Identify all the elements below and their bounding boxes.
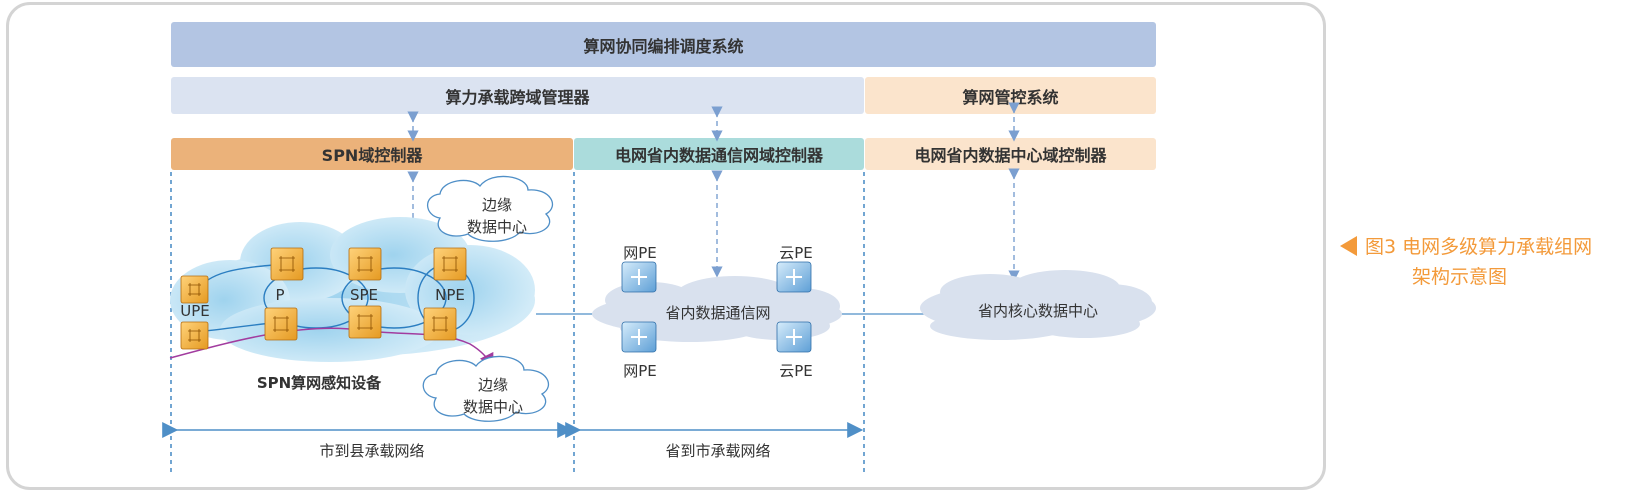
service-path-arrow: [169, 327, 494, 369]
pe-router-icon: [776, 261, 812, 293]
router-icon: [264, 307, 298, 341]
cloud-pe-bottom-label: 云PE: [779, 362, 813, 380]
cloud-pe-top-label: 云PE: [779, 244, 813, 262]
caption-marker-icon: [1340, 236, 1357, 256]
edge-dc-top-line1: 边缘: [481, 196, 513, 214]
core-dc-cloud-label: 省内核心数据中心: [977, 302, 1099, 320]
pe-devices: [621, 261, 812, 353]
province-city-span-label: 省到市承载网络: [665, 442, 771, 460]
edge-dc-bottom-line1: 边缘: [477, 376, 509, 394]
figure-frame: [6, 2, 1326, 490]
cross-domain-manager-label: 算力承载跨域管理器: [445, 87, 590, 107]
net-pe-top-label: 网PE: [623, 244, 657, 262]
edge-dc-cloud-top: [426, 175, 553, 242]
router-icon: [423, 307, 457, 341]
p-label: P: [275, 286, 285, 304]
provincial-dc-controller-bar: 电网省内数据中心域控制器: [865, 138, 1156, 170]
control-links: [407, 102, 1020, 282]
control-system-label: 算网管控系统: [962, 87, 1059, 107]
top-system-label: 算网协同编排调度系统: [583, 36, 744, 56]
pe-router-icon: [776, 321, 812, 353]
npe-label: NPE: [435, 286, 465, 304]
edge-dc-top-line2: 数据中心: [466, 218, 528, 236]
router-icon: [348, 247, 382, 281]
net-pe-bottom-label: 网PE: [623, 362, 657, 380]
provincial-net-cloud-label: 省内数据通信网: [665, 304, 771, 322]
city-county-span-label: 市到县承载网络: [319, 442, 425, 460]
provincial-network-controller-bar: 电网省内数据通信网域控制器: [574, 138, 864, 170]
edge-dc-bottom-label: 边缘 数据中心: [463, 374, 523, 418]
spn-controller-bar: SPN域控制器: [171, 138, 573, 170]
provincial-network-controller-label: 电网省内数据通信网域控制器: [614, 146, 823, 165]
spn-routers: [180, 247, 467, 350]
caption-line2: 架构示意图: [1412, 266, 1508, 288]
router-icon: [180, 321, 209, 350]
upe-label: UPE: [180, 302, 210, 320]
core-dc-cloud: [920, 270, 1156, 340]
spn-controller-label: SPN域控制器: [321, 146, 423, 165]
router-icon: [433, 247, 467, 281]
router-icon: [270, 247, 304, 281]
spn-devices-label: SPN算网感知设备: [256, 374, 382, 392]
top-system-bar: 算网协同编排调度系统: [171, 22, 1156, 67]
router-icon: [348, 305, 382, 339]
figure-caption: 图3 电网多级算力承载组网 架构示意图: [1340, 232, 1592, 292]
provincial-dc-controller-label: 电网省内数据中心域控制器: [914, 146, 1107, 165]
router-icon: [180, 275, 209, 304]
edge-dc-bottom-line2: 数据中心: [462, 398, 524, 416]
pe-router-icon: [621, 321, 657, 353]
cross-domain-manager-bar: 算力承载跨域管理器: [171, 77, 864, 114]
edge-dc-cloud-bottom: [422, 355, 549, 422]
spe-label: SPE: [349, 286, 379, 304]
pe-router-icon: [621, 261, 657, 293]
caption-line1: 图3 电网多级算力承载组网: [1365, 236, 1593, 258]
edge-dc-top-label: 边缘 数据中心: [467, 194, 527, 238]
